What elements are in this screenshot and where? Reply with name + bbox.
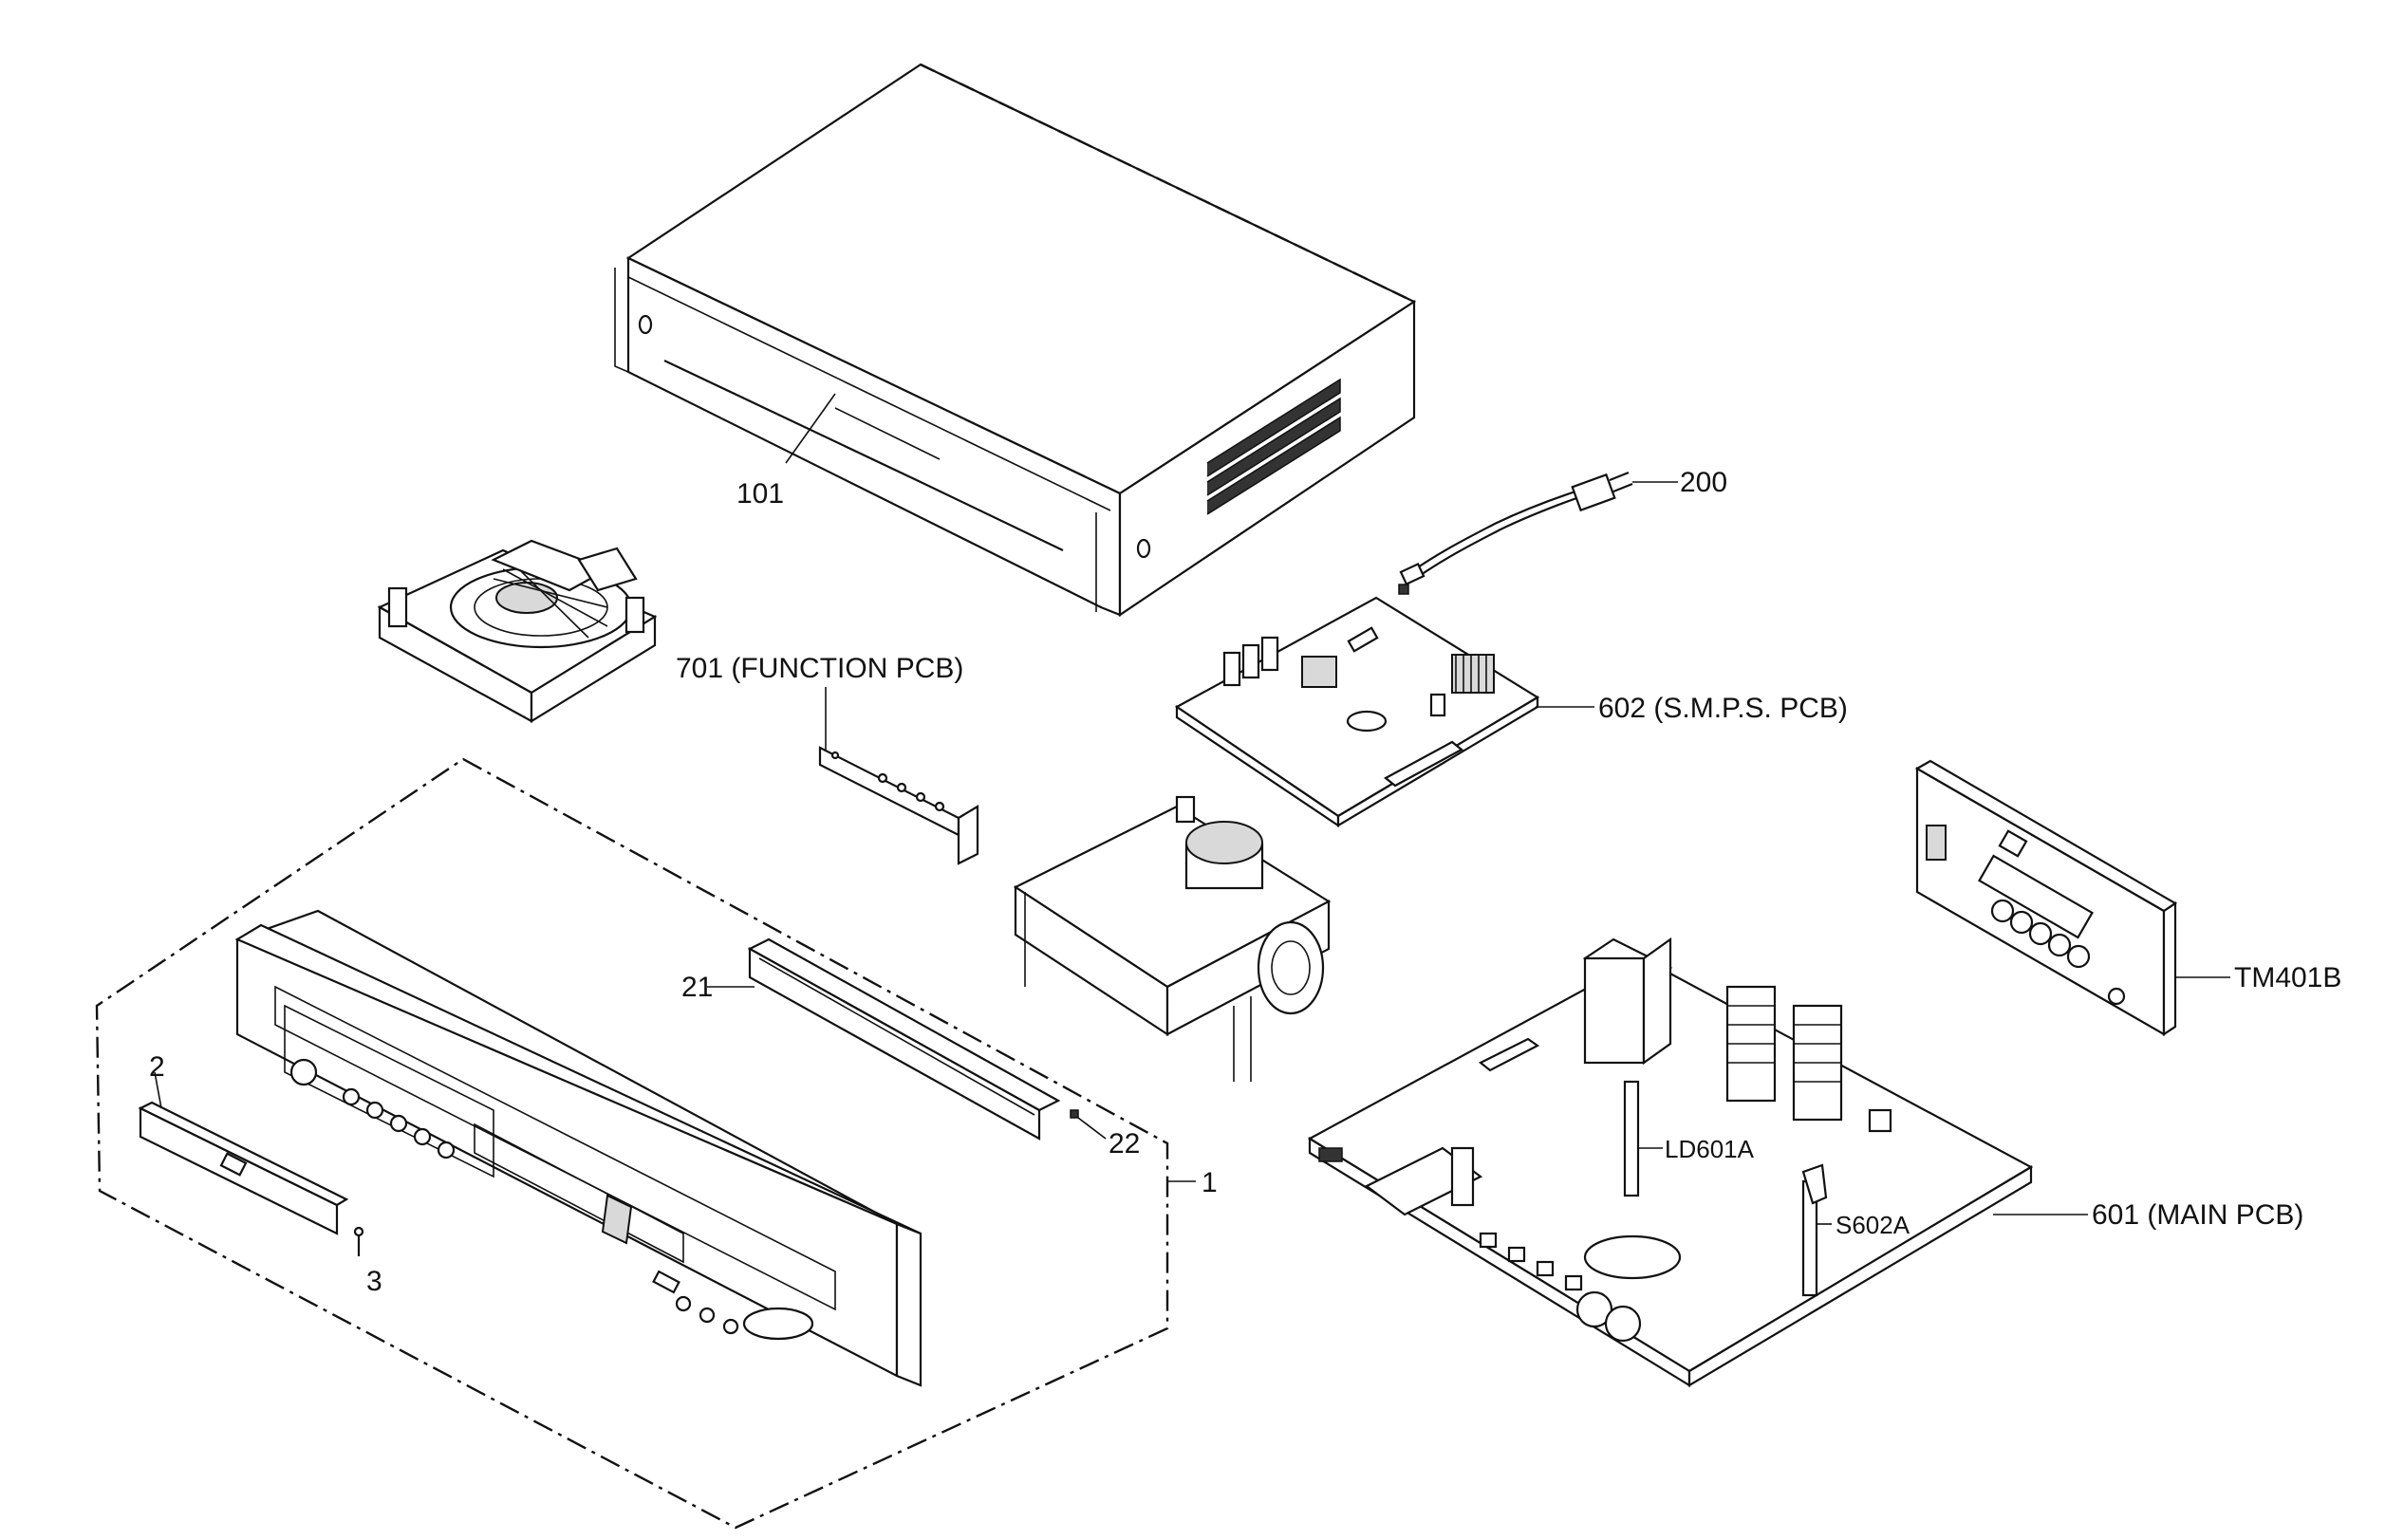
label-101: 101 <box>736 478 784 510</box>
terminal-blocks <box>1725 985 1843 1122</box>
power-cord-part <box>1398 471 1678 595</box>
label-21: 21 <box>681 972 713 1003</box>
deck-mechanism-part <box>1013 795 1332 1082</box>
label-tm401b: TM401B <box>2234 962 2341 993</box>
screw-part-3 <box>353 1226 364 1256</box>
label-200: 200 <box>1680 467 1727 498</box>
front-panel-part <box>234 909 1196 1387</box>
disc-loader-mechanism <box>377 539 658 723</box>
front-connectors <box>1479 1232 1642 1343</box>
label-3: 3 <box>366 1266 382 1297</box>
top-cover-part <box>614 63 1417 618</box>
tm401b-board-part <box>1914 759 2230 1037</box>
function-pcb-part <box>818 687 979 865</box>
label-602-smps-pcb: 602 (S.M.P.S. PCB) <box>1598 693 1848 724</box>
vent-slots <box>1206 378 1341 515</box>
tray-door-part <box>138 1071 364 1256</box>
label-ld601a: LD601A <box>1665 1135 1755 1163</box>
label-1: 1 <box>1202 1167 1218 1198</box>
label-s602a: S602A <box>1836 1211 1910 1239</box>
label-601-main-pcb: 601 (MAIN PCB) <box>2092 1199 2303 1231</box>
smps-pcb-part <box>1174 596 1594 828</box>
main-pcb-part <box>1307 937 2088 1387</box>
display-window-part <box>707 937 1107 1141</box>
label-2: 2 <box>149 1051 165 1083</box>
front-panel-group-outline <box>95 757 1169 1530</box>
label-701-function-pcb: 701 (FUNCTION PCB) <box>676 653 963 684</box>
tm401b-jacks <box>1990 899 2091 969</box>
label-22: 22 <box>1109 1128 1140 1160</box>
